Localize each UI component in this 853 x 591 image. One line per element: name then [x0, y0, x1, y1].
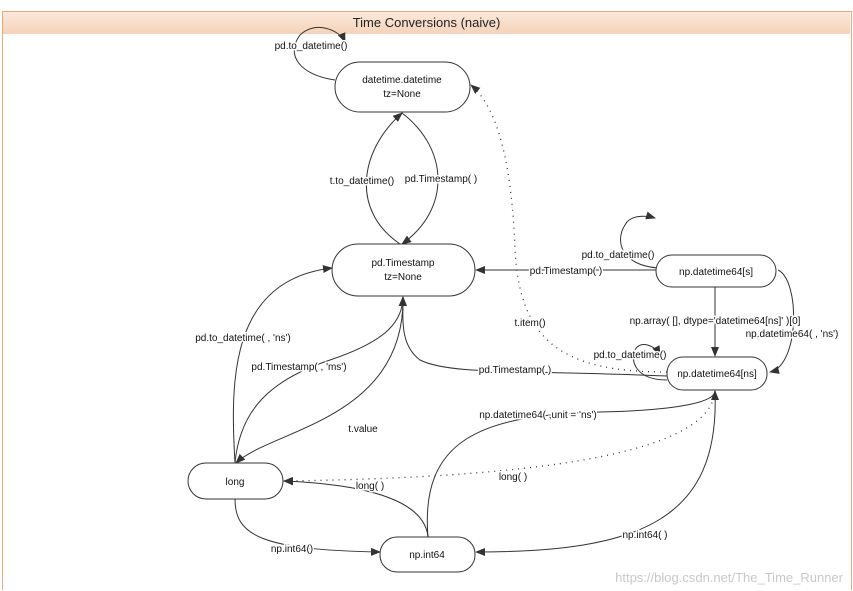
edge-s-to-ns — [769, 269, 794, 374]
edge-ns-to-int64 — [475, 390, 716, 556]
label-ns-to-dt: t.item() — [514, 318, 545, 329]
svg-text:tz=None: tz=None — [384, 272, 422, 283]
edge-ns-to-long — [283, 390, 716, 485]
node-datetime64-ns: np.datetime64[ns] — [666, 356, 768, 391]
svg-text:long: long — [226, 477, 245, 488]
edge-long-to-ts-ns — [232, 265, 333, 464]
label-ts-to-dt: t.to_datetime() — [330, 176, 394, 187]
edge-long-to-int64 — [234, 498, 381, 556]
edge-ns-to-ts — [398, 296, 668, 377]
label-ns-to-ts: pd.Timestamp( ) — [479, 365, 551, 376]
label-ns-to-long: long( ) — [499, 472, 527, 483]
svg-text:pd.Timestamp: pd.Timestamp — [372, 258, 435, 269]
node-int64: np.int64 — [379, 536, 476, 573]
edge-long-to-ts-ms — [234, 296, 407, 464]
label-ts-to-long: t.value — [348, 424, 378, 435]
edge-int64-to-long — [283, 477, 429, 538]
label-ns-self: pd.to_datetime() — [594, 350, 667, 361]
svg-text:np.int64: np.int64 — [409, 550, 445, 561]
svg-text:np.datetime64[ns]: np.datetime64[ns] — [677, 369, 757, 380]
edge-int64-to-ns — [426, 390, 719, 538]
node-datetime: datetime.datetime tz=None — [334, 61, 471, 113]
label-dt-self: pd.to_datetime() — [275, 41, 348, 52]
label-ns-to-int64: np.int64( ) — [622, 530, 667, 541]
label-long-to-ts-ns: pd.to_datetime( , 'ns') — [195, 333, 291, 344]
watermark: https://blog.csdn.net/The_Time_Runner — [615, 570, 843, 585]
label-s-to-ns: np.datetime64( , 'ns') — [746, 329, 839, 340]
label-int64-to-ns: np.datetime64( ,unit = 'ns') — [479, 410, 597, 421]
node-timestamp: pd.Timestamp tz=None — [331, 243, 476, 297]
label-int64-to-long: long( ) — [356, 481, 384, 492]
node-datetime64-s: np.datetime64[s] — [655, 254, 777, 288]
edge-ts-to-dt — [366, 112, 403, 245]
label-long-to-ts-ms: pd.Timestamp( , 'ms') — [251, 362, 346, 373]
diagram-title: Time Conversions (naive) — [3, 12, 850, 34]
edge-s-self — [620, 211, 659, 269]
diagram-frame — [2, 11, 852, 590]
label-s-to-ts: pd.Timestamp( ) — [530, 266, 602, 277]
edge-dt-to-ts — [401, 112, 439, 245]
edge-ns-to-dt — [470, 84, 668, 373]
edge-dt-self — [293, 26, 346, 81]
label-dt-to-ts: pd.Timestamp( ) — [405, 174, 477, 185]
label-long-to-int64: np.int64() — [271, 544, 313, 555]
svg-text:np.datetime64[s]: np.datetime64[s] — [679, 267, 753, 278]
label-s-self: pd.to_datetime() — [582, 250, 655, 261]
svg-text:tz=None: tz=None — [383, 89, 421, 100]
svg-text:datetime.datetime: datetime.datetime — [362, 75, 442, 86]
label-ns-to-s: np.array( [], dtype='datetime64[ns]' )[0… — [630, 316, 801, 327]
node-long: long — [187, 462, 284, 500]
edge-ts-to-long — [235, 296, 404, 464]
